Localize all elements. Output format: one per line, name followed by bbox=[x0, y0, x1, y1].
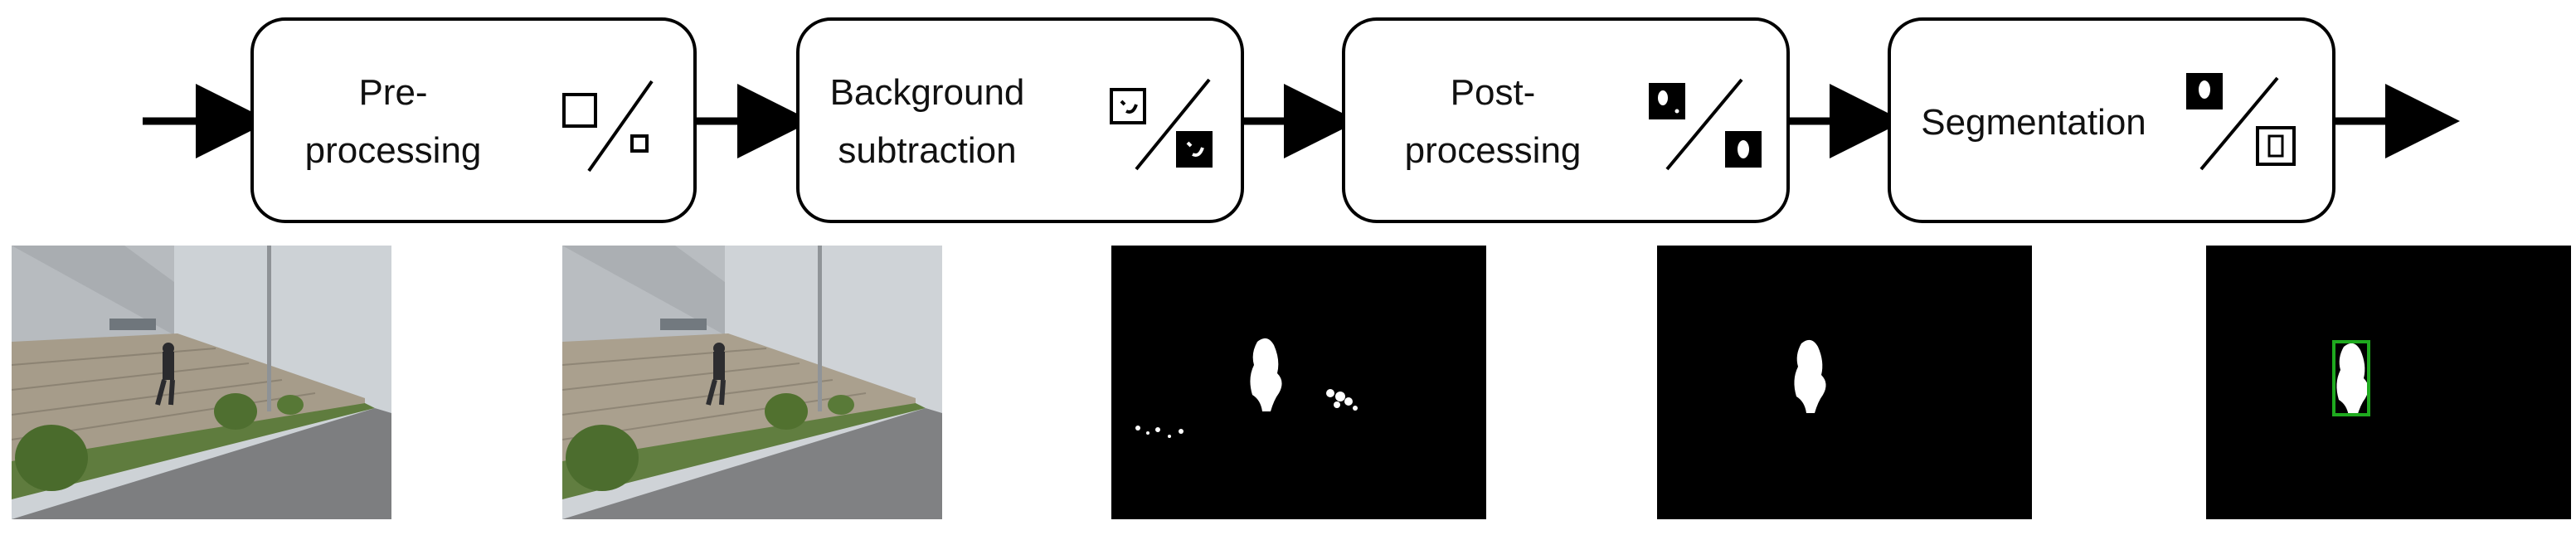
stage-box bbox=[1888, 17, 2335, 223]
stage-label-line-1: Pre- bbox=[358, 72, 427, 113]
stage-preprocessing: Pre- processing bbox=[250, 17, 697, 223]
noise-removal-icon bbox=[1649, 78, 1762, 171]
stage-box bbox=[1342, 17, 1790, 223]
foreground-extraction-icon bbox=[1110, 78, 1213, 171]
segmented-bounding-box-image bbox=[2206, 246, 2571, 519]
stage-background-subtraction: Background subtraction bbox=[796, 17, 1244, 223]
stage-label-line-2: processing bbox=[1405, 130, 1582, 171]
stage-label-line-2: subtraction bbox=[838, 130, 1016, 171]
stage-box bbox=[796, 17, 1244, 223]
foreground-mask-image bbox=[1111, 246, 1486, 519]
bounding-box-icon bbox=[2186, 73, 2296, 171]
stage-label-line-1: Segmentation bbox=[1921, 102, 2146, 143]
stage-box bbox=[250, 17, 697, 223]
stage-label-line-2: processing bbox=[305, 130, 482, 171]
stage-postprocessing: Post- processing bbox=[1342, 17, 1790, 223]
input-frame-image bbox=[12, 246, 391, 519]
stage-label-line-1: Post- bbox=[1451, 72, 1536, 113]
preprocessed-frame-image bbox=[562, 246, 942, 519]
segment-bounding-box bbox=[2332, 340, 2370, 416]
stage-segmentation: Segmentation bbox=[1888, 17, 2335, 223]
stage-label-line-1: Background bbox=[830, 72, 1025, 113]
cleaned-mask-image bbox=[1657, 246, 2032, 519]
resize-icon bbox=[562, 80, 654, 173]
